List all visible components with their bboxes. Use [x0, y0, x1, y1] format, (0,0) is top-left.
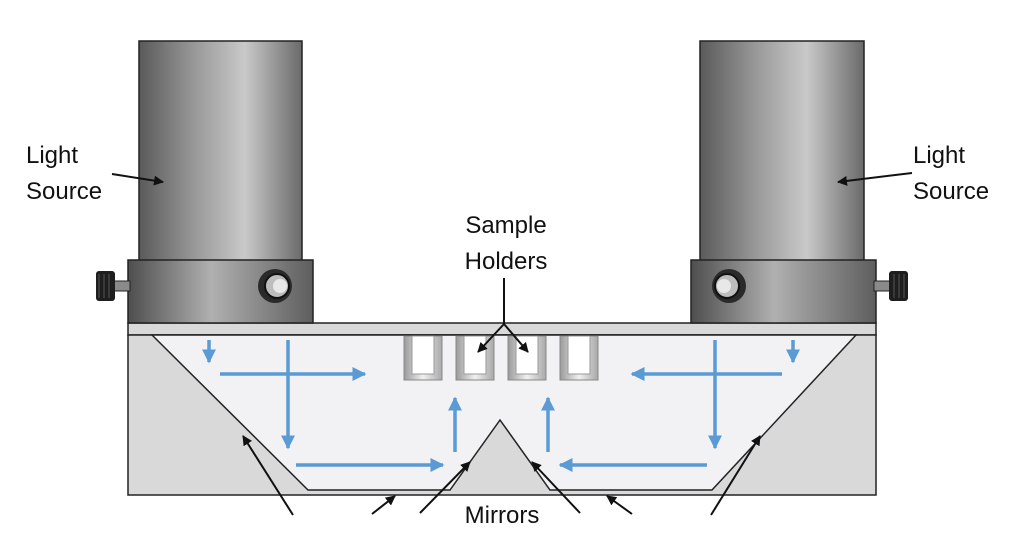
label-mirrors: Mirrors [465, 502, 540, 529]
label-light-source-right-2: Source [913, 178, 989, 205]
sample-holder-1 [403, 335, 443, 381]
sample-holder-3 [507, 335, 547, 381]
arrow-holder-right [503, 323, 529, 353]
arrow-light-source-right [837, 172, 913, 186]
label-sample-holders: Sample [465, 212, 546, 239]
label-light-source-right: Light [913, 142, 965, 169]
arrow-light-source-left [111, 173, 164, 186]
thumbscrew-right-icon [873, 271, 908, 301]
light-paths [202, 340, 800, 472]
thumbscrew-left-icon [96, 271, 131, 301]
arrow-mirror-3 [419, 461, 471, 514]
cylinder-right [699, 40, 865, 262]
knob-left-icon [258, 269, 292, 303]
label-light-source-left: Light [26, 142, 78, 169]
sample-holder-2 [455, 335, 495, 381]
arrow-mirror-4 [531, 461, 581, 514]
label-light-source-left-2: Source [26, 178, 102, 205]
light-source-left [96, 40, 314, 324]
arrow-mirror-6 [710, 435, 761, 516]
knob-right-icon [712, 269, 746, 303]
arrow-mirror-2 [371, 495, 396, 515]
annotation-arrows [111, 172, 913, 516]
arrow-holder-left [477, 323, 505, 353]
housing [127, 322, 877, 496]
light-source-right [690, 40, 908, 324]
arrow-mirror-1 [242, 435, 294, 516]
sample-holder-4 [559, 335, 599, 381]
cylinder-left [138, 40, 303, 262]
arrow-mirror-5 [606, 495, 633, 515]
label-sample-holders-2: Holders [465, 248, 548, 275]
